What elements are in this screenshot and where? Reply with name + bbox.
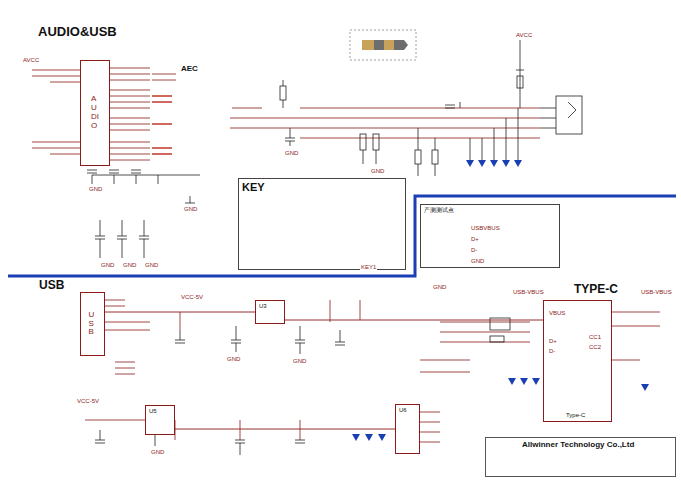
- net-label: GND: [100, 262, 115, 269]
- net-label: AVCC: [515, 32, 533, 39]
- net-label: GND: [88, 186, 103, 193]
- type-c-connector: TYPE-CType-C: [543, 300, 612, 422]
- net-label: USB-VBUS: [640, 289, 673, 296]
- net-label: GND: [370, 168, 385, 175]
- wire-connector: [105, 312, 255, 313]
- net-flags: [152, 96, 172, 154]
- net-label: GND: [292, 358, 307, 365]
- net-label: CC1: [588, 334, 602, 341]
- section-heading: TYPE-C: [574, 283, 618, 297]
- box-text: Type-C: [566, 412, 585, 419]
- box-text: AUDIO: [91, 95, 99, 130]
- net-label: VCC-5V: [76, 398, 100, 405]
- net-label: GND: [144, 262, 159, 269]
- box-text: Allwinner Technology Co.,Ltd: [522, 440, 634, 449]
- net-label: USBVBUS: [470, 225, 501, 232]
- net-label: CC2: [588, 344, 602, 351]
- section-heading: USB: [38, 279, 65, 293]
- ldo-regulator: U5: [145, 405, 175, 435]
- usb-ic: USB: [80, 292, 105, 356]
- sheet-title: AUDIO&USB: [38, 24, 117, 39]
- section-heading: AEC: [180, 64, 199, 73]
- box-text: KEY: [242, 181, 265, 194]
- ldo-regulator: U3: [255, 300, 285, 324]
- box-text: U3: [259, 303, 267, 310]
- decoupling-caps: [87, 170, 200, 258]
- net-label: D+: [470, 236, 480, 243]
- net-label: GND: [470, 258, 485, 265]
- usb-switch-ic: U6: [395, 404, 420, 454]
- test-point-note: 产测测试点: [420, 204, 560, 268]
- box-text: 产测测试点: [424, 207, 454, 214]
- net-label: GND: [226, 356, 241, 363]
- net-label: VBUS: [548, 310, 566, 317]
- net-label: GND: [284, 150, 299, 157]
- box-text: USB: [89, 311, 97, 337]
- net-label: D+: [548, 338, 558, 345]
- net-label: AVCC: [22, 57, 40, 64]
- audio-jack: [540, 96, 582, 134]
- net-label: GND: [122, 262, 137, 269]
- headphone-wires: [230, 108, 540, 138]
- plug-picture: [350, 30, 416, 60]
- net-label: KEY1: [360, 264, 377, 271]
- net-label: GND: [183, 206, 198, 213]
- box-text: U5: [149, 408, 157, 415]
- usb-wires: [85, 300, 660, 442]
- box-text: U6: [399, 407, 407, 414]
- net-label: GND: [150, 449, 165, 456]
- net-label: D-: [548, 348, 556, 355]
- wire-connector: [175, 429, 395, 430]
- net-label: VCC-5V: [180, 294, 204, 301]
- net-label: USB-VBUS: [512, 289, 545, 296]
- net-label: D-: [470, 247, 478, 254]
- key-region: KEY: [238, 178, 406, 270]
- title-block: Allwinner Technology Co.,Ltd: [485, 437, 676, 477]
- net-label: GND: [432, 284, 447, 291]
- audio-codec-ic: AUDIO: [80, 60, 110, 166]
- usb-caps: [95, 318, 510, 455]
- wire-connector: [285, 320, 543, 321]
